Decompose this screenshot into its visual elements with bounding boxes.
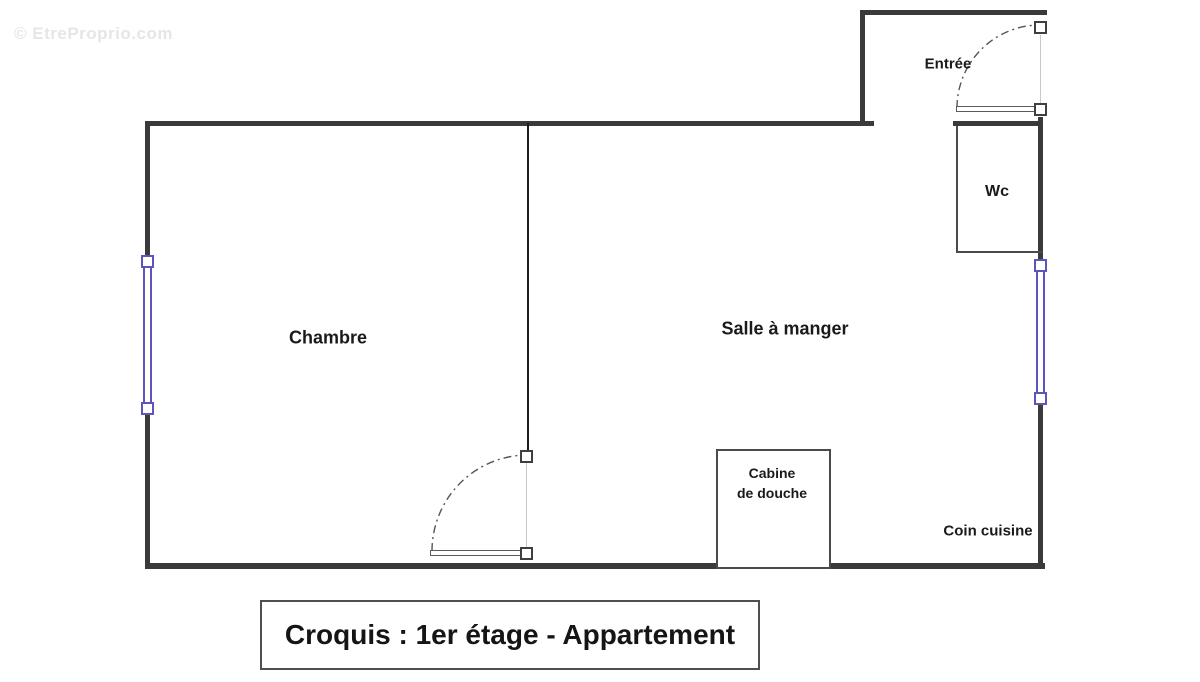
window-right <box>1036 270 1045 395</box>
interior-door-hinge-square <box>520 547 533 560</box>
wall-right-lower <box>1038 404 1043 568</box>
shower-cabin-box <box>716 449 831 569</box>
room-label-coin-cuisine: Coin cuisine <box>943 522 1033 540</box>
interior-door-jamb-square <box>520 450 533 463</box>
entry-door-jamb-square <box>1034 103 1047 116</box>
watermark: © EtreProprio.com <box>14 24 173 43</box>
wall-bottom <box>145 563 1045 569</box>
room-label-wc: Wc <box>985 183 1009 200</box>
wall-right-upper <box>1038 117 1043 261</box>
window-left-cap-top <box>141 255 154 268</box>
cabine-line2: de douche <box>736 485 808 501</box>
divider-wall <box>527 123 529 452</box>
wc-room-walls <box>956 126 1043 253</box>
interior-door-leaf <box>430 550 523 556</box>
room-label-salle-a-manger: Salle à manger <box>721 318 849 339</box>
room-label-entree: Entrée <box>924 55 972 73</box>
window-right-cap-top <box>1034 259 1047 272</box>
wall-top <box>145 121 874 126</box>
entry-door-leaf <box>956 106 1037 112</box>
window-left-cap-bottom <box>141 402 154 415</box>
floorplan-title: Croquis : 1er étage - Appartement <box>284 619 736 650</box>
interior-door-opening-line <box>526 463 527 548</box>
title-box: Croquis : 1er étage - Appartement <box>260 600 760 670</box>
cabine-line1: Cabine <box>748 465 796 481</box>
window-right-cap-bottom <box>1034 392 1047 405</box>
wc-top-wall <box>953 121 1043 126</box>
entry-door-hinge-square <box>1034 21 1047 34</box>
room-label-chambre: Chambre <box>288 327 368 348</box>
interior-door-arc <box>431 454 529 552</box>
entry-door-opening-line <box>1040 35 1041 103</box>
room-label-cabine-de-douche: Cabine de douche <box>737 463 807 503</box>
entry-wall-left <box>860 10 865 123</box>
entry-wall-top <box>860 10 1047 15</box>
window-left <box>143 266 152 404</box>
